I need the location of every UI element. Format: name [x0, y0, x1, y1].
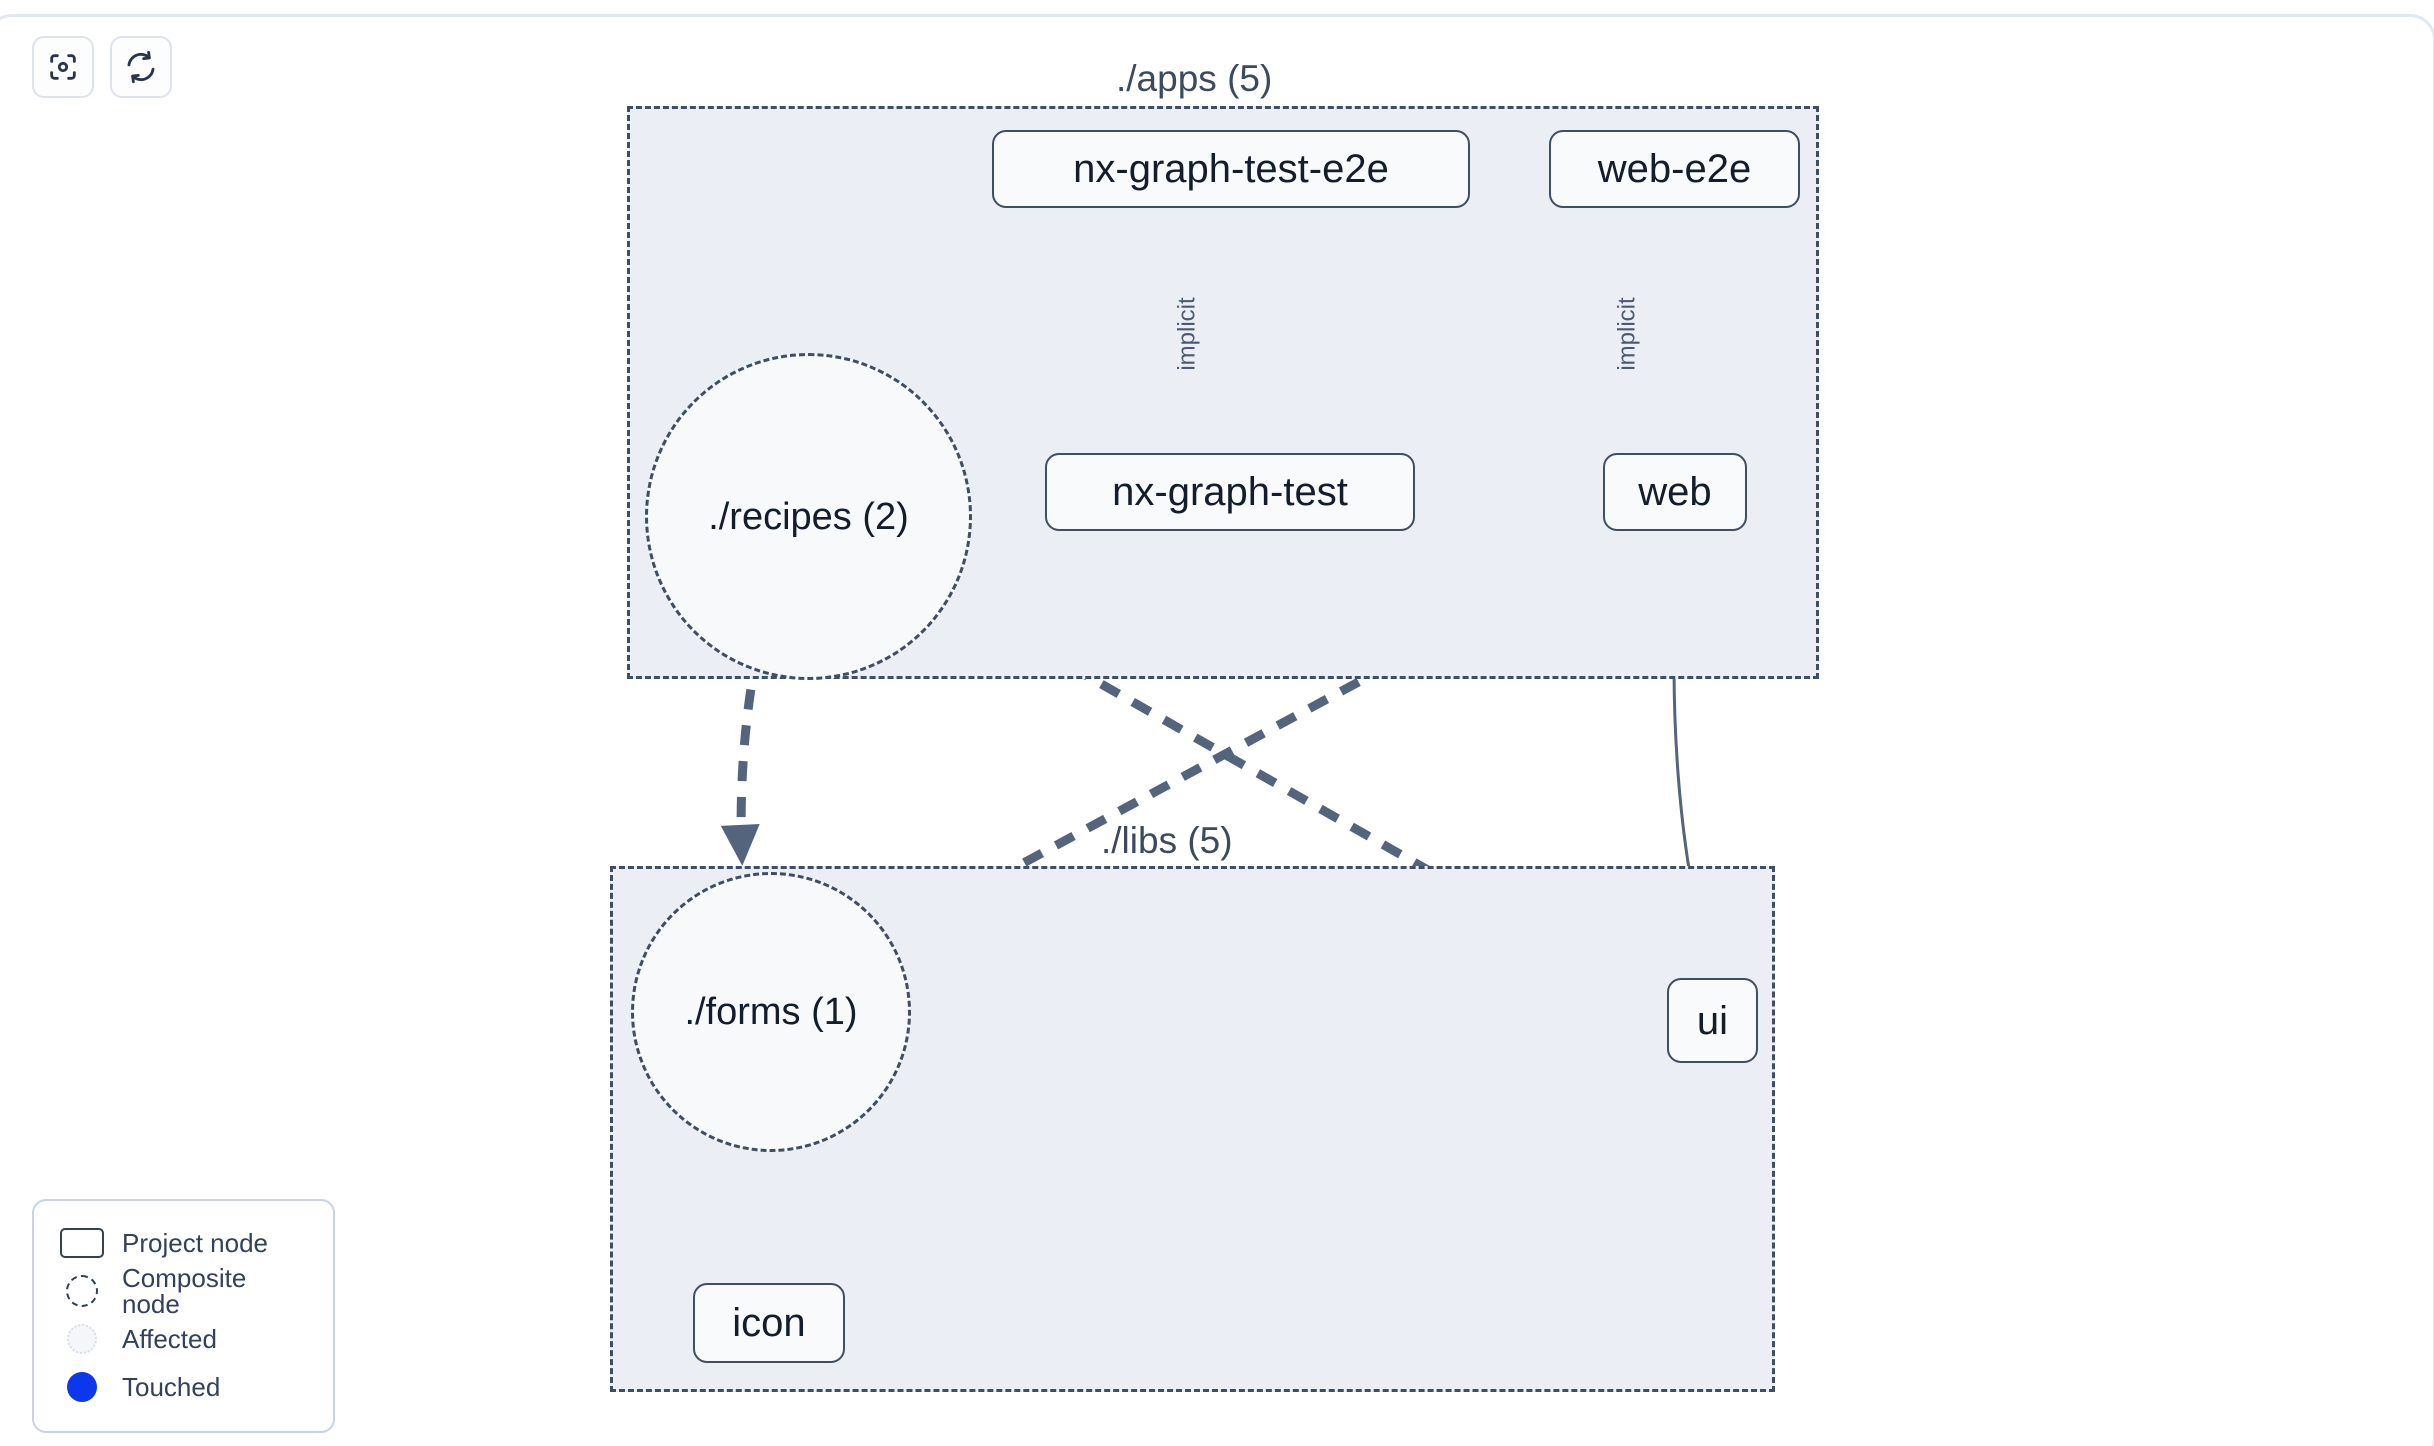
project-node-icon[interactable]: icon [693, 1283, 845, 1363]
group-label-libs: ./libs (5) [1101, 820, 1233, 861]
project-node-web-e2e[interactable]: web-e2e [1549, 130, 1800, 208]
project-node-ui[interactable]: ui [1667, 978, 1758, 1063]
focus-target-icon [46, 50, 80, 84]
edge-label-implicit-web: implicit [1613, 297, 1641, 371]
refresh-icon [124, 50, 158, 84]
legend-label: Composite node [122, 1263, 247, 1319]
legend-item-composite-node: Composite node [56, 1263, 311, 1319]
focus-graph-button[interactable] [32, 36, 94, 98]
project-node-label: nx-graph-test [1112, 470, 1348, 514]
touched-swatch [56, 1372, 108, 1402]
edge-label-implicit-nx-graph-test: implicit [1173, 297, 1201, 371]
project-node-swatch [56, 1228, 108, 1258]
project-node-label: icon [732, 1301, 806, 1345]
refresh-graph-button[interactable] [110, 36, 172, 98]
project-node-label: web-e2e [1597, 147, 1752, 191]
composite-node-label: ./forms (1) [684, 991, 858, 1033]
legend-label: Touched [122, 1372, 221, 1402]
legend-item-project-node: Project node [56, 1219, 311, 1267]
project-node-label: nx-graph-test-e2e [1073, 147, 1389, 191]
affected-swatch [56, 1324, 108, 1354]
legend-label: Affected [122, 1324, 217, 1354]
legend-label: Project node [122, 1228, 268, 1258]
composite-node-recipes[interactable]: ./recipes (2) [645, 353, 972, 680]
project-node-nx-graph-test[interactable]: nx-graph-test [1045, 453, 1415, 531]
composite-node-label: ./recipes (2) [708, 495, 909, 538]
project-node-nx-graph-test-e2e[interactable]: nx-graph-test-e2e [992, 130, 1470, 208]
legend-item-affected: Affected [56, 1315, 311, 1363]
edge-recipes-to-forms[interactable] [720, 653, 762, 866]
project-node-label: web [1638, 470, 1712, 514]
group-label-apps: ./apps (5) [1116, 58, 1273, 99]
composite-node-swatch [56, 1275, 108, 1307]
legend-item-touched: Touched [56, 1363, 311, 1411]
graph-legend: Project node Composite node Affected Tou… [32, 1199, 335, 1433]
composite-node-forms[interactable]: ./forms (1) [631, 872, 911, 1152]
project-node-web[interactable]: web [1603, 453, 1747, 531]
graph-toolbar [32, 36, 172, 98]
project-node-label: ui [1696, 998, 1729, 1043]
